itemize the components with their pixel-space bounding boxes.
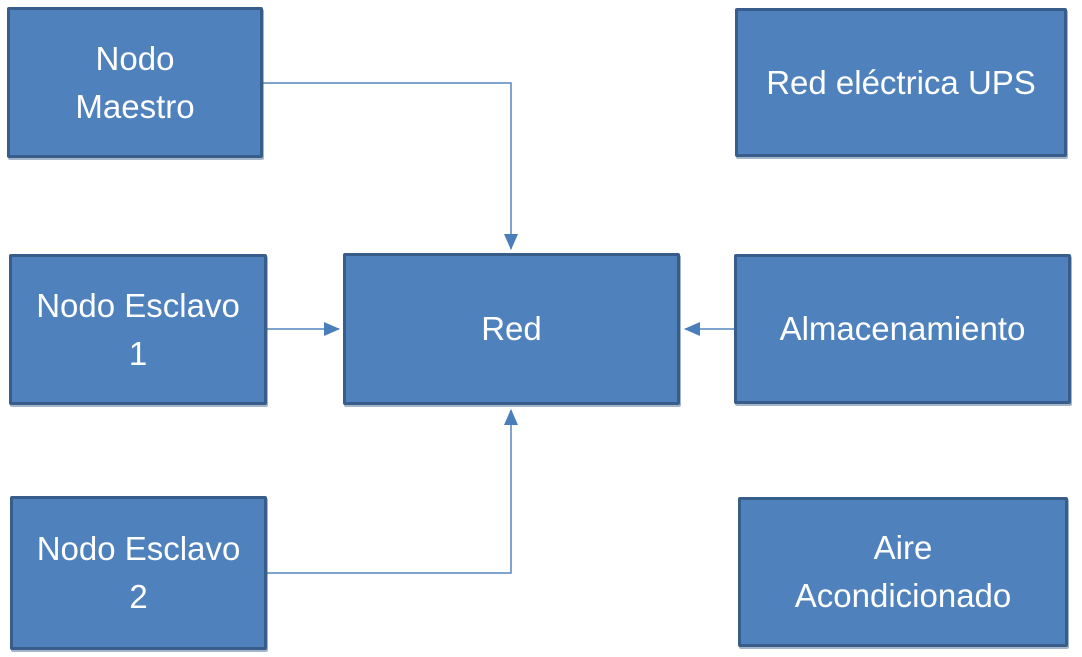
node-almacenamiento-label: Almacenamiento: [779, 310, 1026, 348]
node-red-electrica-ups: Red eléctrica UPS: [735, 8, 1067, 157]
node-red-electrica-ups-label: Red eléctrica UPS: [766, 63, 1036, 101]
node-red: Red: [343, 253, 680, 405]
node-red-label: Red: [481, 310, 542, 348]
node-nodo-maestro: Nodo Maestro: [7, 7, 263, 158]
node-almacenamiento: Almacenamiento: [734, 254, 1071, 404]
node-aire-acondicionado: Aire Acondicionado: [738, 497, 1068, 647]
node-nodo-esclavo-2: Nodo Esclavo 2: [10, 496, 267, 650]
node-nodo-esclavo-2-label: Nodo Esclavo 2: [36, 530, 241, 615]
node-aire-acondicionado-label: Aire Acondicionado: [794, 529, 1012, 614]
node-nodo-esclavo-1: Nodo Esclavo 1: [9, 254, 267, 405]
node-nodo-esclavo-1-label: Nodo Esclavo 1: [36, 286, 240, 372]
node-nodo-maestro-label: Nodo Maestro: [75, 39, 195, 125]
connector-nodo-maestro-to-red: [263, 82, 518, 250]
connector-nodo-esclavo-2-to-red: [267, 409, 518, 574]
